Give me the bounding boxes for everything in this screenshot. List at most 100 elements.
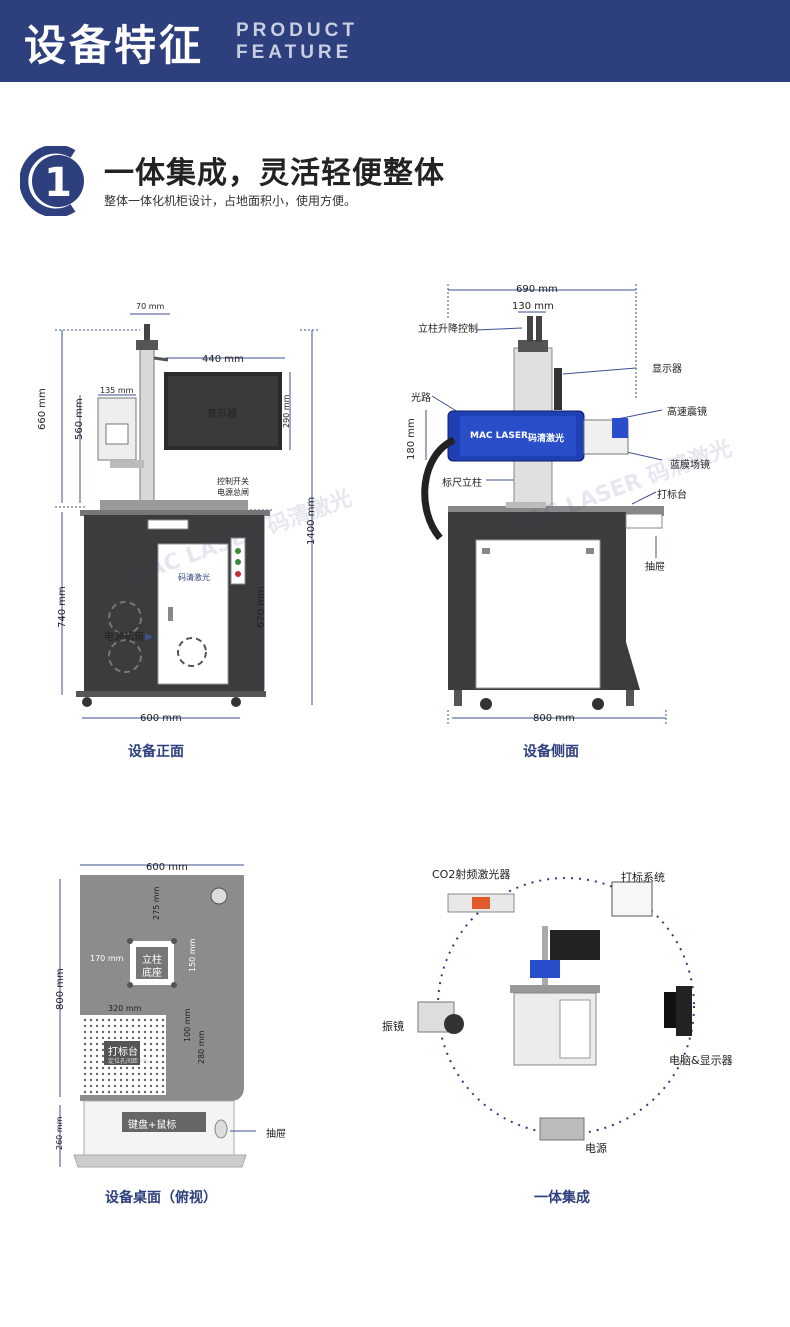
table-hole xyxy=(83,1090,87,1094)
integrated-galvo-label: 振镜 xyxy=(382,1020,404,1033)
table-hole xyxy=(95,1048,99,1052)
table-hole xyxy=(149,1078,153,1082)
front-monitor-label: 显示器 xyxy=(207,409,237,420)
side-dim-180: 180 mm xyxy=(406,418,417,460)
front-dim-top: 70 mm xyxy=(136,302,165,311)
top-dim-170: 170 mm xyxy=(90,954,124,963)
table-hole xyxy=(149,1060,153,1064)
front-dim-560: 560 mm xyxy=(74,398,85,440)
table-hole xyxy=(95,1084,99,1088)
side-galvo-label: 高速震镜 xyxy=(667,407,707,418)
table-hole xyxy=(137,1036,141,1040)
table-hole xyxy=(89,1084,93,1088)
table-hole xyxy=(107,1030,111,1034)
table-hole xyxy=(83,1060,87,1064)
table-hole xyxy=(125,1078,129,1082)
table-hole xyxy=(155,1060,159,1064)
top-dim-260: 260 mm xyxy=(55,1116,64,1150)
table-hole xyxy=(95,1042,99,1046)
top-keyboard-label: 键盘+鼠标 xyxy=(128,1120,177,1131)
side-brand-en: MAC LASER xyxy=(470,431,528,441)
table-hole xyxy=(161,1078,165,1082)
table-hole xyxy=(83,1048,87,1052)
table-hole xyxy=(131,1066,135,1070)
table-hole xyxy=(89,1078,93,1082)
table-hole xyxy=(113,1072,117,1076)
section-number: 1 xyxy=(44,160,72,206)
table-hole xyxy=(89,1018,93,1022)
top-dim-320: 320 mm xyxy=(108,1004,142,1013)
table-hole xyxy=(161,1042,165,1046)
table-hole xyxy=(107,1078,111,1082)
table-hole xyxy=(137,1072,141,1076)
table-hole xyxy=(125,1090,129,1094)
integrated-caption: 一体集成 xyxy=(534,1190,590,1206)
table-hole xyxy=(137,1030,141,1034)
table-hole xyxy=(131,1090,135,1094)
table-hole xyxy=(149,1042,153,1046)
top-dim-275: 275 mm xyxy=(152,886,161,920)
side-dim-130: 130 mm xyxy=(512,301,554,312)
table-hole xyxy=(113,1078,117,1082)
table-hole xyxy=(95,1030,99,1034)
section-title: 一体集成，灵活轻便整体 xyxy=(104,156,445,191)
side-view-drawing xyxy=(421,284,667,725)
table-hole xyxy=(143,1042,147,1046)
table-hole xyxy=(95,1078,99,1082)
front-view-caption: 设备正面 xyxy=(128,744,184,760)
front-dim-660: 660 mm xyxy=(37,388,48,430)
table-hole xyxy=(107,1024,111,1028)
table-hole xyxy=(161,1060,165,1064)
table-hole xyxy=(101,1048,105,1052)
table-hole xyxy=(155,1036,159,1040)
table-hole xyxy=(131,1084,135,1088)
top-view-caption: 设备桌面（俯视） xyxy=(105,1190,217,1206)
front-dim-670: 670 mm xyxy=(256,586,267,628)
table-hole xyxy=(95,1036,99,1040)
table-hole xyxy=(83,1084,87,1088)
table-hole xyxy=(83,1066,87,1070)
header-title-cn: 设备特征 xyxy=(24,21,205,70)
top-dim-150: 150 mm xyxy=(188,938,197,972)
table-hole xyxy=(89,1042,93,1046)
table-hole xyxy=(95,1090,99,1094)
side-lift-label: 立柱升降控制 xyxy=(418,324,478,335)
table-hole xyxy=(101,1060,105,1064)
table-hole xyxy=(107,1018,111,1022)
table-hole xyxy=(161,1090,165,1094)
table-hole xyxy=(149,1048,153,1052)
integrated-power-label: 电源 xyxy=(585,1142,607,1155)
top-base-label-1: 立柱 xyxy=(142,955,162,966)
table-hole xyxy=(143,1054,147,1058)
table-hole xyxy=(95,1024,99,1028)
table-hole xyxy=(143,1084,147,1088)
table-hole xyxy=(107,1090,111,1094)
table-hole xyxy=(143,1018,147,1022)
table-hole xyxy=(119,1024,123,1028)
table-hole xyxy=(155,1018,159,1022)
table-hole xyxy=(143,1036,147,1040)
table-hole xyxy=(155,1048,159,1052)
table-hole xyxy=(137,1090,141,1094)
table-hole xyxy=(101,1036,105,1040)
side-monitor-label: 显示器 xyxy=(652,364,682,375)
side-dim-690: 690 mm xyxy=(516,284,558,295)
table-hole xyxy=(113,1024,117,1028)
table-hole xyxy=(83,1024,87,1028)
header-banner: 设备特征 PRODUCT FEATURE xyxy=(0,0,790,82)
table-hole xyxy=(125,1036,129,1040)
header-title-en-line2: FEATURE xyxy=(236,42,353,63)
top-drawer-label: 抽屉 xyxy=(266,1129,286,1140)
table-hole xyxy=(83,1036,87,1040)
table-hole xyxy=(101,1042,105,1046)
table-hole xyxy=(143,1048,147,1052)
table-hole xyxy=(119,1084,123,1088)
table-hole xyxy=(101,1066,105,1070)
table-hole xyxy=(161,1066,165,1070)
integrated-co2-label: CO2射频激光器 xyxy=(432,868,511,881)
table-hole xyxy=(89,1066,93,1070)
table-hole xyxy=(143,1060,147,1064)
table-hole xyxy=(149,1054,153,1058)
table-hole xyxy=(101,1072,105,1076)
table-hole xyxy=(119,1036,123,1040)
